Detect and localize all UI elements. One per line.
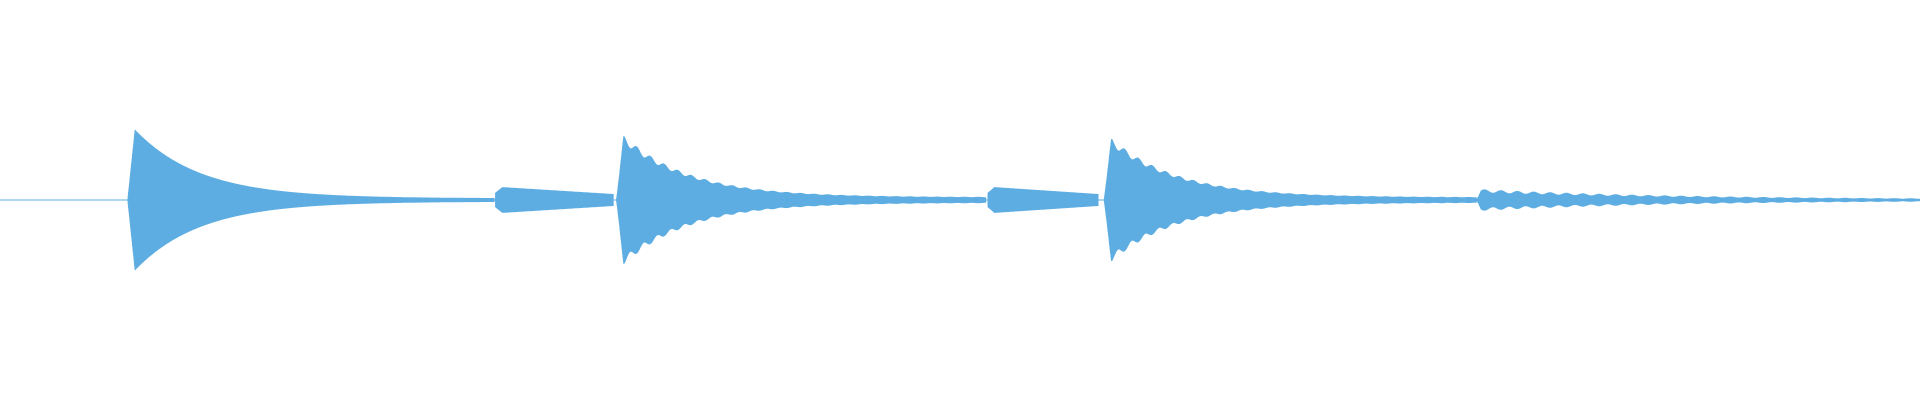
waveform-segments xyxy=(127,129,1920,271)
waveform-segment-5 xyxy=(1103,138,1477,262)
waveform-segment-4 xyxy=(987,187,1099,213)
waveform-segment-3 xyxy=(615,135,987,265)
waveform-segment-2 xyxy=(495,187,614,213)
waveform-segment-6 xyxy=(1476,189,1920,211)
waveform-segment-1 xyxy=(127,129,495,271)
